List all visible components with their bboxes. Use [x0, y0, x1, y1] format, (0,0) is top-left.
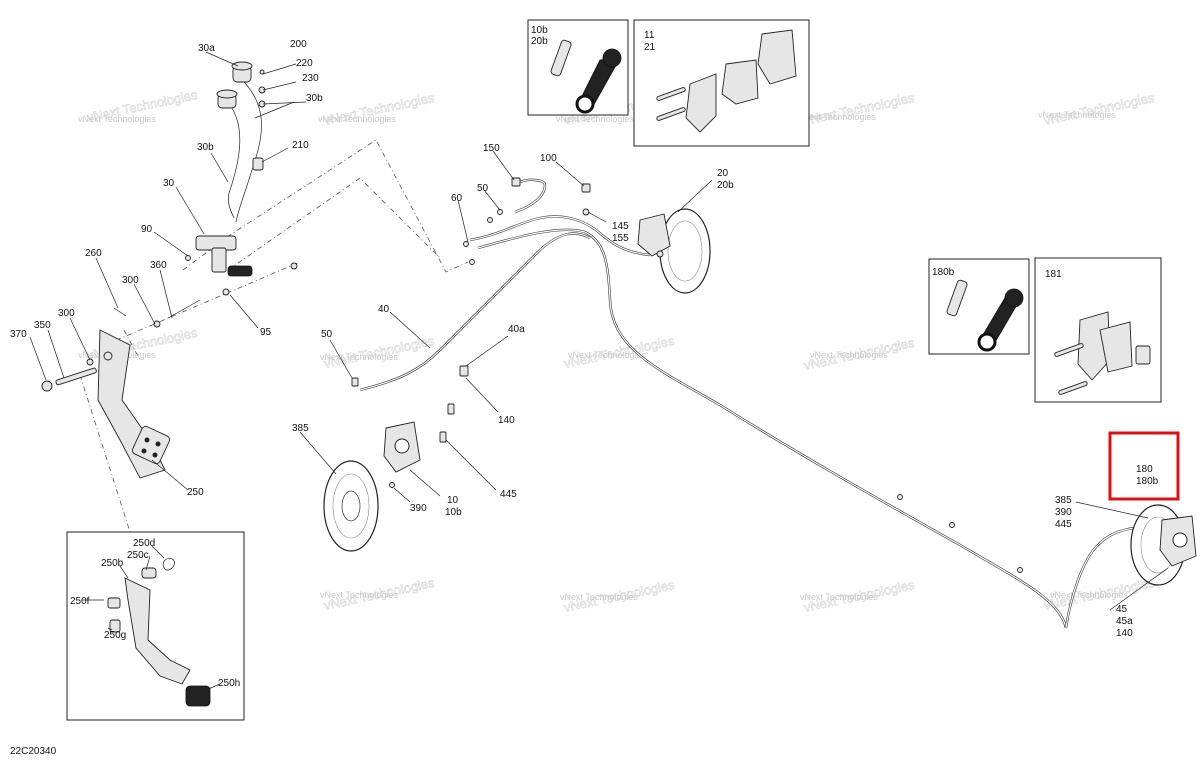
svg-text:vNext Technologies: vNext Technologies [78, 114, 156, 124]
callout-30b-top: 30b [306, 93, 323, 104]
callout-181: 181 [1045, 269, 1062, 280]
callout-140-rear: 140 [1116, 628, 1133, 639]
callout-box-180b: 180b [932, 267, 955, 278]
callout-250c: 250c [127, 550, 149, 561]
svg-text:vNext Technologies: vNext Technologies [1050, 590, 1128, 600]
front-left-caliper[interactable] [383, 403, 455, 488]
callout-90: 90 [141, 224, 153, 235]
callout-box-20b: 20b [531, 36, 548, 47]
callout-200: 200 [290, 39, 307, 50]
callout-60: 60 [451, 193, 463, 204]
svg-text:vNext Technologies: vNext Technologies [320, 352, 398, 362]
front-right-brake-disc[interactable] [637, 208, 711, 294]
svg-text:vNext Technologies: vNext Technologies [803, 90, 917, 128]
rear-caliper[interactable] [1159, 515, 1197, 567]
callout-45: 45 [1116, 604, 1128, 615]
brake-pad-detail-box-front [633, 19, 810, 147]
callout-40: 40 [378, 304, 390, 315]
callout-445-front: 445 [500, 489, 517, 500]
callout-300-upper: 300 [122, 275, 139, 286]
brake-pad-detail-box-rear [1034, 257, 1162, 403]
leader-lines [29, 51, 1169, 691]
svg-text:vNext Technologies: vNext Technologies [556, 114, 634, 124]
callout-100: 100 [540, 153, 557, 164]
callout-180: 180 [1136, 464, 1153, 475]
callout-390-front: 390 [410, 503, 427, 514]
callout-180b: 180b [1136, 476, 1159, 487]
callout-50-top: 50 [477, 183, 489, 194]
callout-360: 360 [150, 260, 167, 271]
callout-385-front: 385 [292, 423, 309, 434]
callout-40a: 40a [508, 324, 525, 335]
svg-text:vNext Technologies: vNext Technologies [318, 114, 396, 124]
svg-text:vNext Technologies: vNext Technologies [1043, 90, 1157, 128]
callout-30: 30 [163, 178, 175, 189]
callout-210: 210 [292, 140, 309, 151]
callout-230: 230 [302, 73, 319, 84]
callout-145: 145 [612, 221, 629, 232]
callout-140-front: 140 [498, 415, 515, 426]
svg-text:vNext Technologies: vNext Technologies [810, 350, 888, 360]
callout-95: 95 [260, 327, 272, 338]
callout-250: 250 [187, 487, 204, 498]
callout-30a: 30a [198, 43, 215, 54]
callout-300-lower: 300 [58, 308, 75, 319]
assembly-lines [79, 139, 469, 533]
svg-text:vNext Technologies: vNext Technologies [798, 112, 876, 122]
callout-30b: 30b [197, 142, 214, 153]
svg-text:vNext Technologies: vNext Technologies [568, 350, 646, 360]
callout-385-rear: 385 [1055, 495, 1072, 506]
callout-260: 260 [85, 248, 102, 259]
callout-250g: 250g [104, 630, 126, 641]
callout-box-10b: 10b [531, 25, 548, 36]
callout-390-rear: 390 [1055, 507, 1072, 518]
brake-pedal-assembly[interactable] [41, 299, 201, 479]
callout-labels: 200 30a 220 230 30b 30b 210 30 90 95 260… [10, 25, 1159, 757]
highlight-box[interactable] [1108, 431, 1180, 501]
callout-10: 10 [447, 495, 459, 506]
callout-250f: 250f [70, 596, 90, 607]
callout-21: 21 [644, 42, 656, 53]
callout-370: 370 [10, 329, 27, 340]
brake-lines [359, 178, 1151, 629]
front-left-brake-disc[interactable] [323, 460, 379, 552]
callout-220: 220 [296, 58, 313, 69]
svg-text:vNext Technologies: vNext Technologies [1038, 110, 1116, 120]
svg-text:vNext Technologies: vNext Technologies [800, 592, 878, 602]
bleeder-detail-box-front [527, 19, 629, 116]
callout-250b: 250b [101, 558, 124, 569]
callout-250d: 250d [133, 538, 155, 549]
callout-11: 11 [644, 30, 655, 41]
bleeder-detail-box-rear [928, 258, 1030, 355]
callout-10b: 10b [445, 507, 462, 518]
callout-20b: 20b [717, 180, 734, 191]
pedal-detail-box [66, 531, 245, 721]
callout-150: 150 [483, 143, 500, 154]
callout-350: 350 [34, 320, 51, 331]
svg-text:vNext Technologies: vNext Technologies [560, 592, 638, 602]
callout-50-mid: 50 [321, 329, 333, 340]
callout-445-rear: 445 [1055, 519, 1072, 530]
callout-45a: 45a [1116, 616, 1133, 627]
svg-text:vNext Technologies: vNext Technologies [320, 590, 398, 600]
callout-155: 155 [612, 233, 629, 244]
callout-20: 20 [717, 168, 729, 179]
diagram-code: 22C20340 [10, 746, 57, 757]
callout-250h: 250h [218, 678, 240, 689]
master-cylinder-assembly[interactable] [185, 61, 298, 296]
